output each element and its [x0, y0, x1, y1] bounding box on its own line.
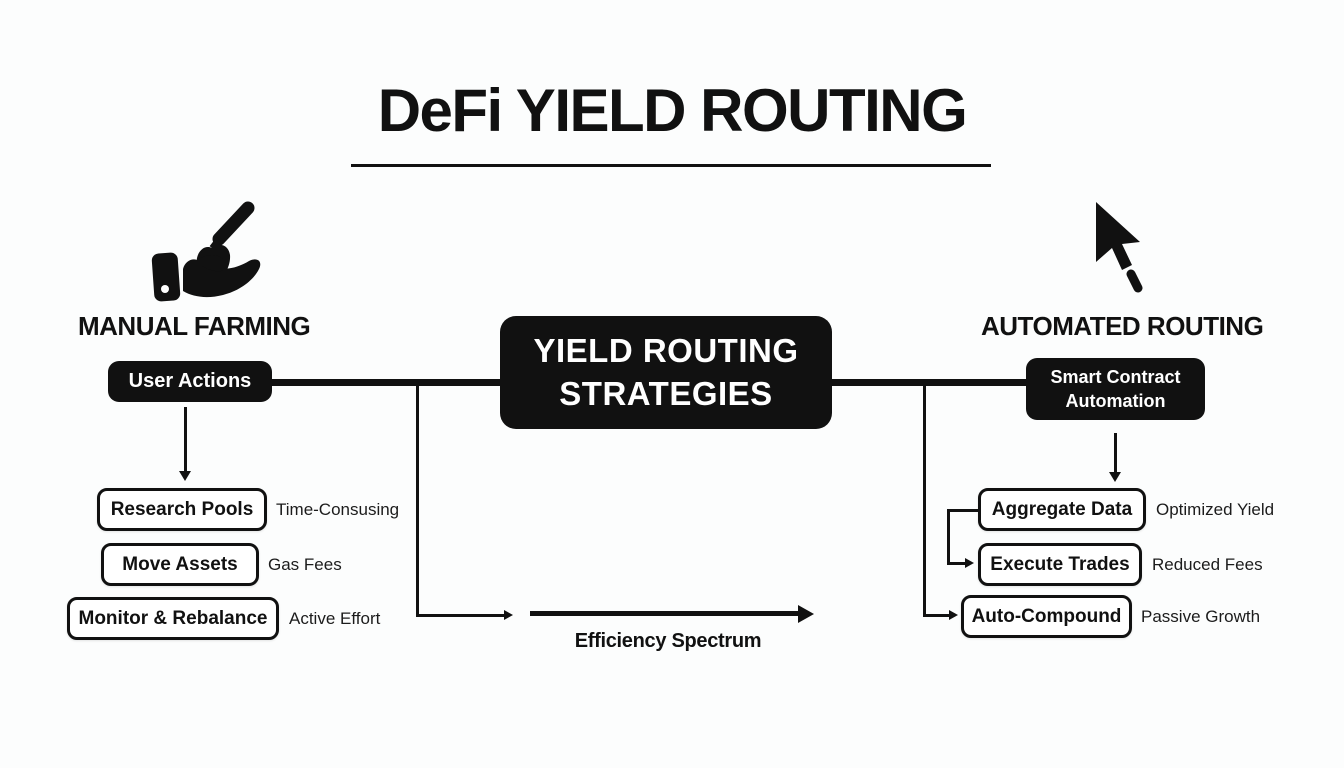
execute-trades-label: Execute Trades [990, 553, 1130, 575]
monitor-rebalance-label: Monitor & Rebalance [78, 607, 268, 629]
page-title: DeFi YIELD ROUTING [377, 77, 968, 144]
left-branch-vertical-connector [416, 386, 419, 617]
spine-line-right [830, 379, 1029, 386]
user-actions-down-connector [184, 407, 187, 473]
title-underline [351, 164, 991, 167]
manual-farming-heading: MANUAL FARMING [78, 311, 311, 341]
research-pools-node: Research Pools [97, 488, 267, 531]
research-pools-label: Research Pools [110, 498, 254, 520]
smart-contract-down-connector [1114, 433, 1117, 475]
smart-contract-automation-node: Smart Contract Automation [1026, 358, 1205, 420]
smart-contract-line2: Automation [1065, 391, 1166, 411]
aggregate-execute-connector-top [947, 509, 978, 512]
aggregate-data-label: Aggregate Data [991, 498, 1133, 520]
arrow-right-icon [504, 610, 513, 620]
arrow-right-icon [965, 558, 974, 568]
monitor-rebalance-note: Active Effort [289, 609, 381, 628]
aggregate-data-note: Optimized Yield [1156, 500, 1275, 519]
right-branch-horizontal-connector [923, 614, 951, 617]
arrow-right-icon [949, 610, 958, 620]
left-branch-horizontal-connector [416, 614, 506, 617]
move-assets-note: Gas Fees [268, 555, 342, 574]
spine-line-left [270, 379, 502, 386]
arrow-down-icon [179, 471, 191, 481]
center-node-line1: YIELD ROUTING [533, 332, 799, 370]
automated-routing-heading: AUTOMATED ROUTING [981, 311, 1264, 341]
arrow-down-icon [1109, 472, 1121, 482]
hand-trowel-icon [135, 191, 267, 307]
right-branch-vertical-connector [923, 386, 926, 617]
smart-contract-line1: Smart Contract [1050, 366, 1181, 387]
yield-routing-strategies-node: YIELD ROUTING STRATEGIES [500, 316, 832, 429]
auto-compound-note: Passive Growth [1141, 607, 1261, 626]
aggregate-data-node: Aggregate Data [978, 488, 1146, 531]
auto-compound-node: Auto-Compound [961, 595, 1132, 638]
monitor-rebalance-node: Monitor & Rebalance [67, 597, 279, 640]
move-assets-node: Move Assets [101, 543, 259, 586]
center-node-line2: STRATEGIES [559, 374, 773, 412]
aggregate-execute-connector-vertical [947, 509, 950, 565]
cursor-icon [1086, 200, 1152, 295]
execute-trades-node: Execute Trades [978, 543, 1142, 586]
efficiency-spectrum-label: Efficiency Spectrum [574, 630, 762, 652]
efficiency-spectrum-arrow [530, 611, 800, 616]
execute-trades-note: Reduced Fees [1152, 555, 1263, 574]
aggregate-execute-connector-bottom [947, 562, 967, 565]
arrow-right-icon [798, 604, 814, 623]
move-assets-label: Move Assets [122, 553, 238, 575]
user-actions-node: User Actions [108, 361, 272, 402]
research-pools-note: Time-Consusing [276, 500, 400, 519]
auto-compound-label: Auto-Compound [971, 605, 1122, 627]
